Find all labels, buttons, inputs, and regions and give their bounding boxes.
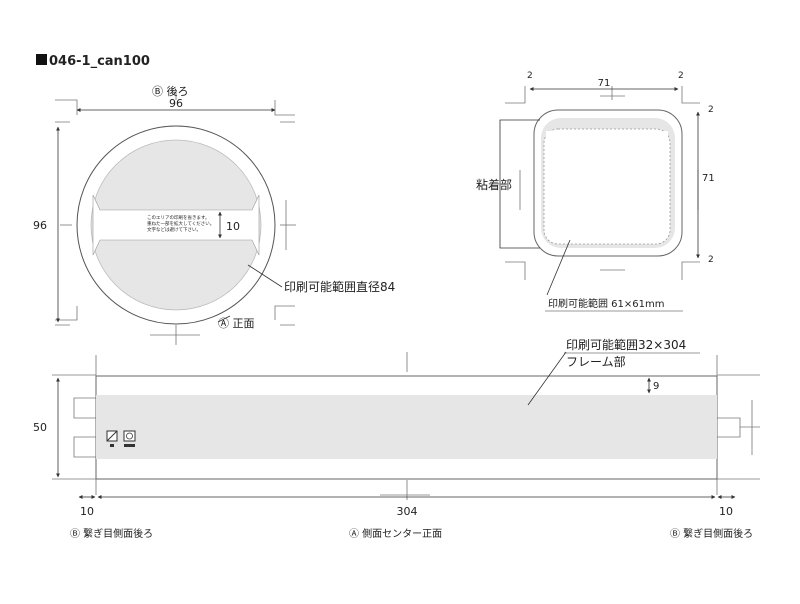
print-area-leader	[247, 264, 283, 288]
label-inner-fill	[546, 131, 668, 235]
wrap-print-area	[96, 395, 717, 459]
center-length-value: 304	[397, 505, 418, 518]
label-top-value: 71	[598, 78, 611, 89]
corner-value-tr: 2	[678, 71, 684, 81]
note-line-3: 文字などは避けて下さい。	[147, 226, 201, 233]
side-height-value: 50	[33, 421, 47, 434]
exclusion-note: このエリアの印刷を省きます。 重ねた一部を拡大してください。 文字などは避けて下…	[147, 214, 214, 233]
label-right-value: 71	[702, 173, 715, 184]
side-print-area-label: 印刷可能範囲32×304	[566, 337, 686, 352]
band-dimension: 10	[218, 211, 240, 239]
side-view: 印刷可能範囲32×304 フレーム部 9 50 10 304 10 Ⓑ 繋ぎ目側…	[33, 337, 760, 540]
front-label: Ⓐ 正面	[218, 317, 255, 330]
top-height-value: 96	[33, 219, 47, 232]
label-print-leader	[546, 239, 571, 296]
right-seam-caption: Ⓑ 繋ぎ目側面後ろ	[670, 527, 753, 540]
side-print-leader	[527, 351, 567, 406]
note-line-2: 重ねた一部を拡大してください。	[147, 220, 214, 227]
band-value: 10	[226, 220, 240, 233]
right-margin-value: 10	[719, 505, 733, 518]
title-square	[36, 54, 47, 65]
adhesive-label: 粘着部	[476, 177, 512, 192]
label-print-area-label: 印刷可能範囲 61×61mm	[548, 297, 665, 310]
left-margin-value: 10	[80, 505, 94, 518]
note-line-1: このエリアの印刷を省きます。	[147, 214, 210, 221]
top-width-dimension: 96	[76, 97, 276, 112]
top-width-value: 96	[169, 97, 183, 110]
corner-value-rb: 2	[708, 255, 714, 265]
corner-value-rt: 2	[708, 105, 714, 115]
frame-label: フレーム部	[566, 354, 626, 369]
top-view: Ⓑ 後ろ 96 96 このエリアの印刷を省きます。 重ねた一部を拡大してください…	[33, 84, 395, 345]
aluminum-recycle-icon	[106, 430, 118, 447]
corner-value-tl: 2	[527, 71, 533, 81]
print-area-diameter-label: 印刷可能範囲直径84	[284, 279, 395, 294]
steel-recycle-icon	[123, 430, 136, 447]
front-leader	[217, 315, 231, 323]
title-block: 046-1_can100	[36, 54, 150, 69]
back-label: Ⓑ 後ろ	[152, 84, 189, 98]
top-height-dimension: 96	[33, 126, 60, 323]
label-view: 71 2 2 71 2 2 粘着部 印刷可能範囲 61×61mm	[476, 71, 715, 312]
page-title: 046-1_can100	[49, 54, 150, 69]
top-view-crop-marks	[55, 90, 296, 345]
left-seam-caption: Ⓑ 繋ぎ目側面後ろ	[70, 527, 153, 540]
adhesive-bracket	[499, 119, 540, 249]
recycle-icons	[106, 430, 136, 447]
excluded-band	[92, 194, 260, 256]
frame-value: 9	[653, 381, 659, 392]
center-front-caption: Ⓐ 側面センター正面	[349, 527, 442, 540]
